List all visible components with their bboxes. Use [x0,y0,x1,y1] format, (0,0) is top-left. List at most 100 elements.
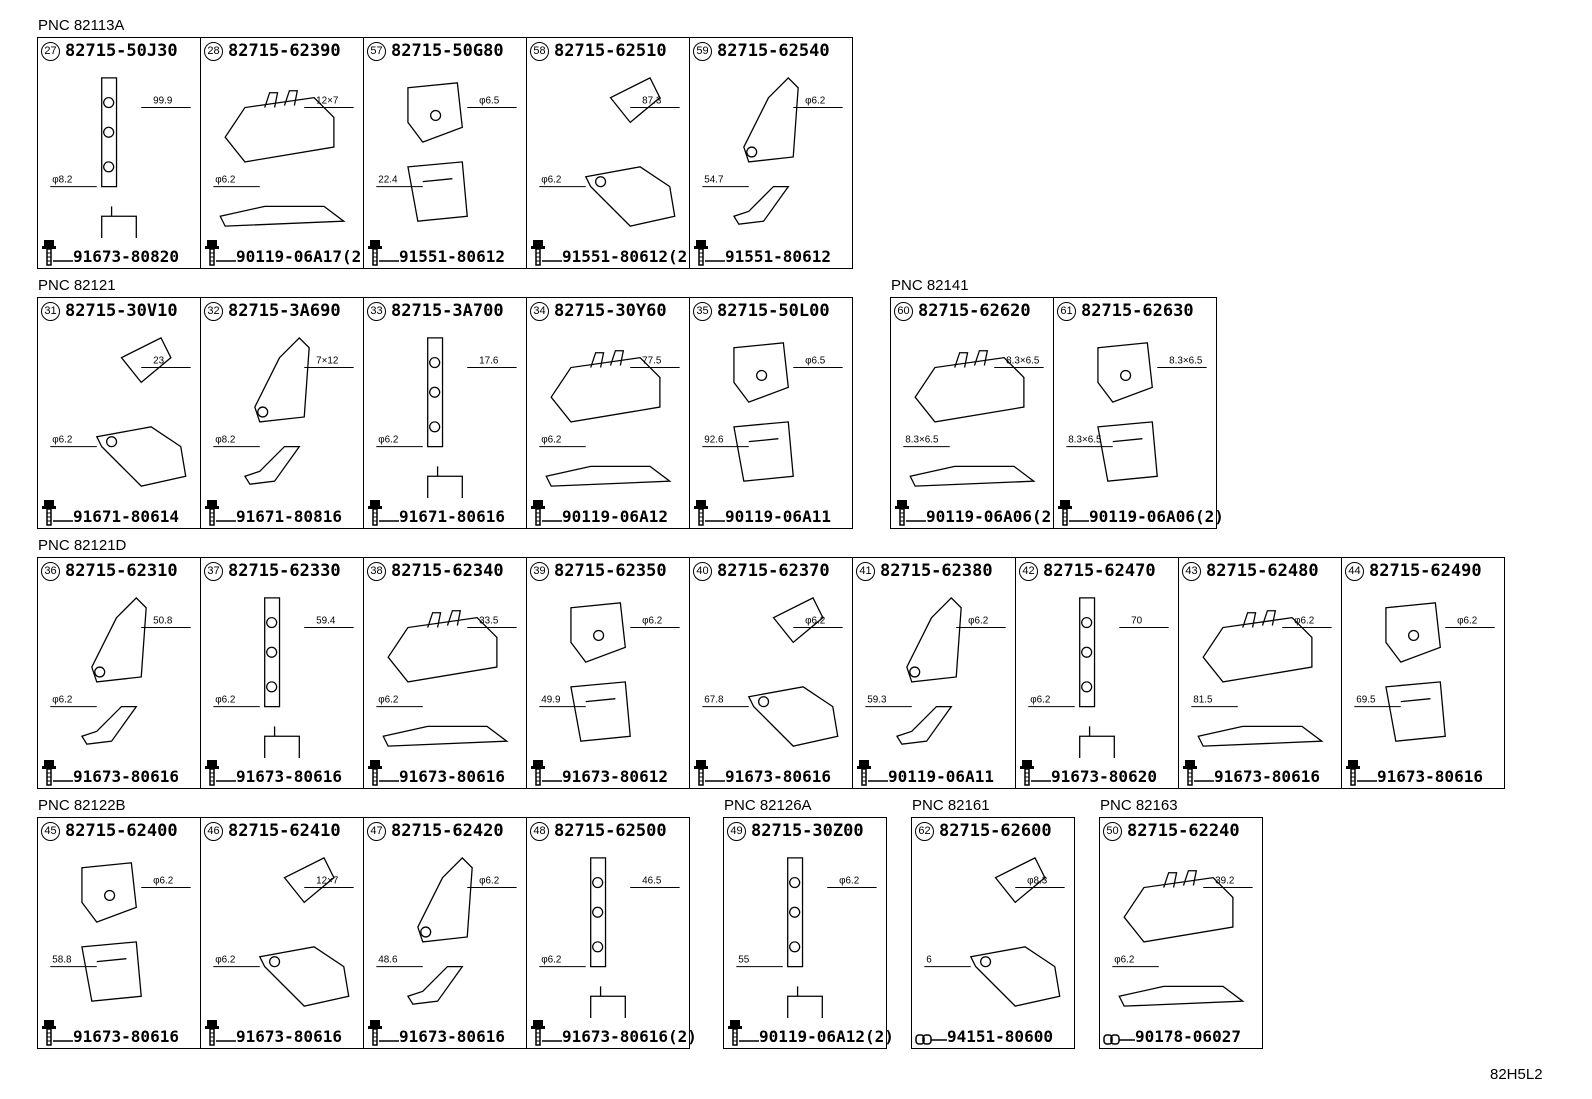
fastener-row: 91673-80616 [1182,760,1320,786]
callout-number: 61 [1057,301,1076,321]
dimension-label: 23 [153,356,164,367]
bolt-icon [694,500,725,526]
fastener-number: 91673-80616 [1377,767,1483,786]
part-number: 82715-62470 [1043,561,1156,581]
bracket-outline [1385,602,1446,742]
callout-number: 41 [856,561,875,581]
dimension-label: 54.7 [704,175,723,186]
bracket-outline [406,856,473,1005]
callout-number: 39 [530,561,549,581]
dimension-label: φ6.2 [541,175,561,186]
dimension-label: 92.6 [704,435,724,446]
fastener-number: 91673-80616 [236,1027,342,1046]
callout-number: 46 [204,821,223,841]
dimension-label: φ6.2 [1030,695,1050,706]
part-number: 82715-62240 [1127,821,1240,841]
bolt-icon [531,240,562,266]
dimension-label: φ6.5 [479,96,500,107]
callout-number: 35 [693,301,712,321]
fastener-row: 91673-80616 [367,1020,505,1046]
dimension-label: 8.3×6.5 [905,435,939,446]
fastener-number: 91673-80616 [236,767,342,786]
callout-number: 50 [1103,821,1122,841]
fastener-number: 91673-80612 [562,767,668,786]
bolt-icon [42,240,73,266]
bracket-outline [1197,610,1324,747]
bracket-drawing: 70 φ6.2 [1020,588,1174,762]
dimension-label: 49.9 [541,695,561,706]
fastener-row: 91673-80820 [41,240,179,266]
bolt-icon [205,500,236,526]
callout-number: 40 [693,561,712,581]
clip-icon [915,1034,947,1045]
fastener-row: 90119-06A17(2) [204,240,371,266]
bracket-outline [545,350,672,487]
bracket-outline [382,610,509,747]
fastener-row: 91673-80612 [530,760,668,786]
bolt-icon [368,500,399,526]
dimension-label: φ6.2 [378,695,398,706]
fastener-number: 91551-80612 [725,247,831,266]
pnc-label: PNC 82141 [891,277,969,294]
dimension-label: 48.6 [378,955,398,966]
bolt-icon [205,1020,236,1046]
dimension-label: φ6.2 [215,955,235,966]
dimension-label: 39.2 [1215,876,1234,887]
bracket-outline [80,596,147,745]
bolt-icon [205,240,236,266]
bracket-outline [427,337,463,502]
fastener-row: 91673-80616 [693,760,831,786]
fastener-number: 91673-80616 [1214,767,1320,786]
fastener-number: 91673-80616(2) [562,1027,697,1046]
clip-icon [1103,1034,1135,1045]
part-number: 82715-30V10 [65,301,178,321]
dimension-label: 81.5 [1193,695,1213,706]
dimension-label: 8.3×6.5 [1068,435,1102,446]
part-number: 82715-62540 [717,41,830,61]
pnc-label: PNC 82113A [38,17,125,34]
fastener-row: 90119-06A12 [530,500,668,526]
fastener-number: 91673-80616 [73,767,179,786]
part-number: 82715-62330 [228,561,341,581]
fastener-number: 91673-80620 [1051,767,1157,786]
part-number: 82715-62480 [1206,561,1319,581]
dimension-label: 70 [1131,616,1142,627]
bracket-outline [590,857,626,1022]
pnc-label: PNC 82163 [1100,797,1178,814]
part-number: 82715-62420 [391,821,504,841]
dimension-label: φ6.2 [52,695,72,706]
fastener-number: 91673-80820 [73,247,179,266]
